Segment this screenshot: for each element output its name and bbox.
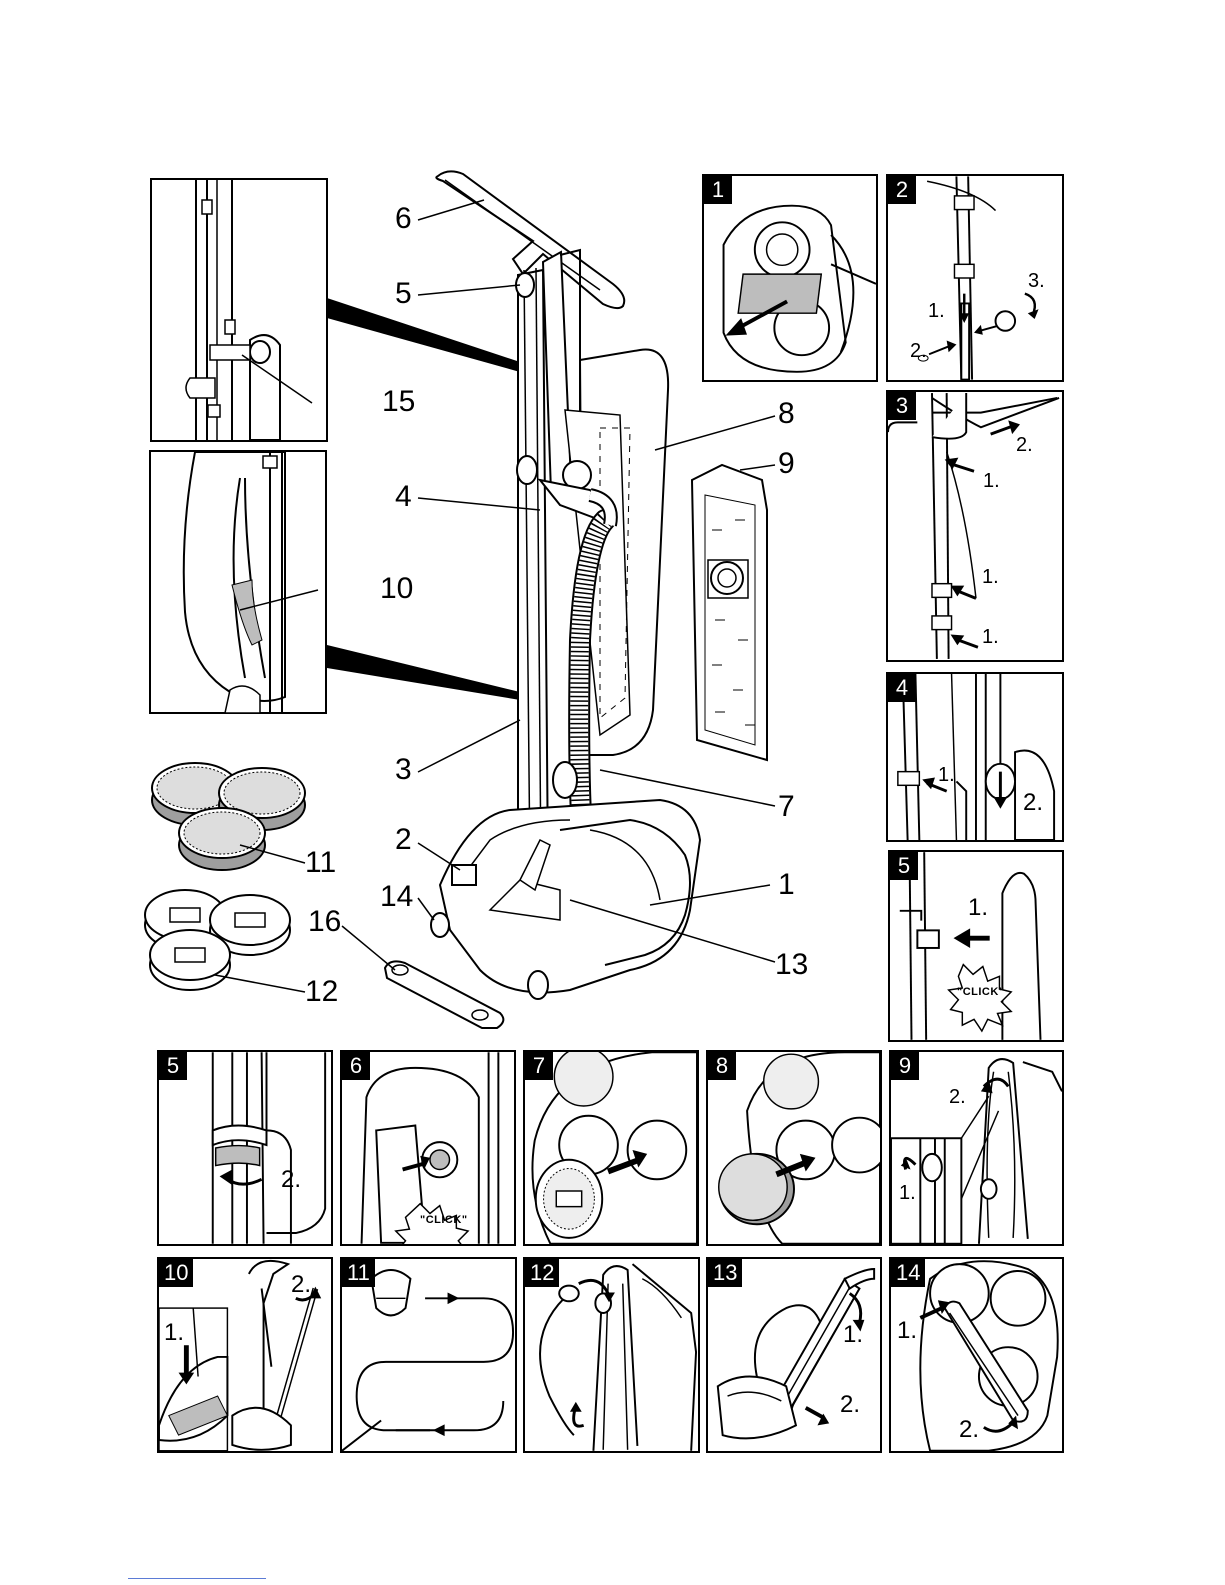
callout-13: 13: [775, 948, 808, 982]
callout-3: 3: [395, 753, 412, 787]
panel-4-number: 4: [888, 674, 916, 702]
panel-13-number: 13: [708, 1259, 742, 1287]
panel-5a: 5 1. "CLICK": [888, 850, 1064, 1042]
panel-6: 6 "CLICK": [340, 1050, 516, 1246]
callout-12: 12: [305, 975, 338, 1009]
panel-3-step-1b: 1.: [982, 566, 999, 589]
callout-16: 16: [308, 905, 341, 939]
panel-5a-number: 5: [890, 852, 918, 880]
callout-8: 8: [778, 397, 795, 431]
panel-7: 7: [523, 1050, 699, 1246]
panel-14: 14 1. 2.: [889, 1257, 1064, 1453]
panel-2-step-3: 3.: [1028, 270, 1045, 293]
panel-5a-illustration: [890, 852, 1062, 1040]
callout-5: 5: [395, 277, 412, 311]
panel-9: 9 1. 2.: [889, 1050, 1064, 1246]
panel-7-number: 7: [525, 1052, 553, 1080]
detail-inset-bag: [150, 451, 326, 713]
panel-8-illustration: [708, 1052, 880, 1244]
footer-link-line: [128, 1578, 266, 1579]
panel-10-number: 10: [159, 1259, 193, 1287]
panel-1: 1: [702, 174, 878, 382]
panel-12: 12: [523, 1257, 700, 1453]
panel-3: 3 1. 1. 1. 2.: [886, 390, 1064, 662]
panel-1-number: 1: [704, 176, 732, 204]
panel-5a-step-1: 1.: [968, 894, 988, 922]
panel-13-step-2: 2.: [840, 1391, 860, 1419]
panel-5b-illustration: [159, 1052, 331, 1244]
panel-11: 11: [340, 1257, 517, 1453]
panel-13-illustration: [708, 1259, 880, 1451]
panel-9-illustration: [891, 1052, 1062, 1244]
callout-1: 1: [778, 868, 795, 902]
panel-8: 8: [706, 1050, 882, 1246]
panel-10-step-1: 1.: [164, 1319, 184, 1347]
panel-11-number: 11: [342, 1259, 375, 1287]
panel-10: 10 1. 2.: [157, 1257, 333, 1453]
callout-14: 14: [380, 880, 413, 914]
panel-4: 4 1. 2.: [886, 672, 1064, 842]
callout-4: 4: [395, 480, 412, 514]
panel-4-step-2: 2.: [1023, 789, 1043, 817]
panel-12-number: 12: [525, 1259, 559, 1287]
panel-6-number: 6: [342, 1052, 370, 1080]
panel-7-illustration: [525, 1052, 697, 1244]
felt-pads: [152, 763, 305, 870]
panel-5a-click-label: "CLICK": [957, 986, 1005, 998]
panel-6-click-label: "CLICK": [420, 1214, 468, 1226]
panel-8-number: 8: [708, 1052, 736, 1080]
panel-2: 2 1. 2. 3.: [886, 174, 1064, 382]
panel-4-step-1: 1.: [938, 764, 955, 787]
callout-10: 10: [380, 572, 413, 606]
callout-7: 7: [778, 790, 795, 824]
panel-5b-step-2: 2.: [281, 1166, 301, 1194]
panel-13-step-1: 1.: [843, 1321, 863, 1349]
panel-12-illustration: [525, 1259, 698, 1451]
panel-14-step-2: 2.: [959, 1416, 979, 1444]
callout-6: 6: [395, 202, 412, 236]
panel-2-step-2: 2.: [910, 340, 927, 363]
panel-14-number: 14: [891, 1259, 925, 1287]
panel-3-number: 3: [888, 392, 916, 420]
panel-2-step-1: 1.: [928, 300, 945, 323]
callout-15: 15: [382, 385, 415, 419]
panel-11-illustration: [342, 1259, 515, 1451]
panel-5b: 5 2.: [157, 1050, 333, 1246]
detail-inset-handle: [151, 179, 327, 441]
panel-5b-number: 5: [159, 1052, 187, 1080]
panel-14-step-1: 1.: [897, 1317, 917, 1345]
panel-2-number: 2: [888, 176, 916, 204]
panel-10-step-2: 2.: [291, 1271, 311, 1299]
callout-11: 11: [305, 846, 336, 880]
panel-9-number: 9: [891, 1052, 919, 1080]
callout-9: 9: [778, 447, 795, 481]
panel-1-illustration: [704, 176, 876, 380]
panel-3-step-1a: 1.: [983, 470, 1000, 493]
callout-2: 2: [395, 823, 412, 857]
panel-3-illustration: [888, 392, 1062, 660]
panel-9-step-1: 1.: [899, 1182, 916, 1205]
panel-3-step-1c: 1.: [982, 626, 999, 649]
panel-13: 13 1. 2.: [706, 1257, 882, 1453]
panel-3-step-2: 2.: [1016, 434, 1033, 457]
panel-9-step-2: 2.: [949, 1086, 966, 1109]
